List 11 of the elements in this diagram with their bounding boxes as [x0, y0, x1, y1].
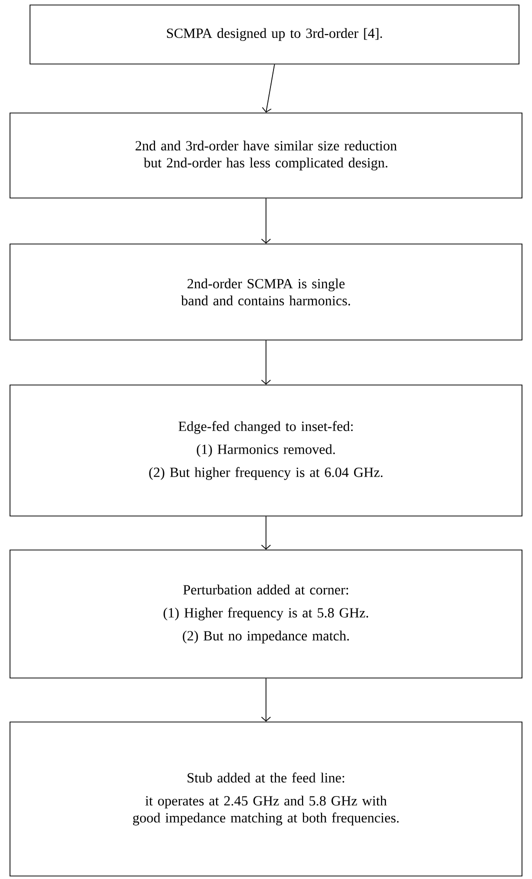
arrow [262, 64, 275, 113]
process-box: 2nd and 3rd-order have similar size reduction but 2nd-order has less complicated design. [10, 112, 522, 198]
process-box: Edge-fed changed to inset-fed: (1) Harmonics removed. (2) But higher frequency is at 6.04 GHz. [10, 384, 522, 516]
arrow [261, 678, 271, 722]
arrow [261, 198, 271, 244]
arrow [261, 516, 271, 550]
process-box: 2nd-order SCMPA is single band and contains harmonics. [10, 244, 522, 340]
process-box: Perturbation added at corner: (1) Higher frequency is at 5.8 GHz. (2) But no impedance match. [10, 550, 522, 678]
process-box: Stub added at the feed line: it operates at 2.45 GHz and 5.8 GHz with good impedance matching at both frequencies. [10, 722, 522, 876]
process-box: SCMPA designed up to 3rd-order [4]. [30, 4, 520, 64]
arrow [261, 340, 271, 385]
